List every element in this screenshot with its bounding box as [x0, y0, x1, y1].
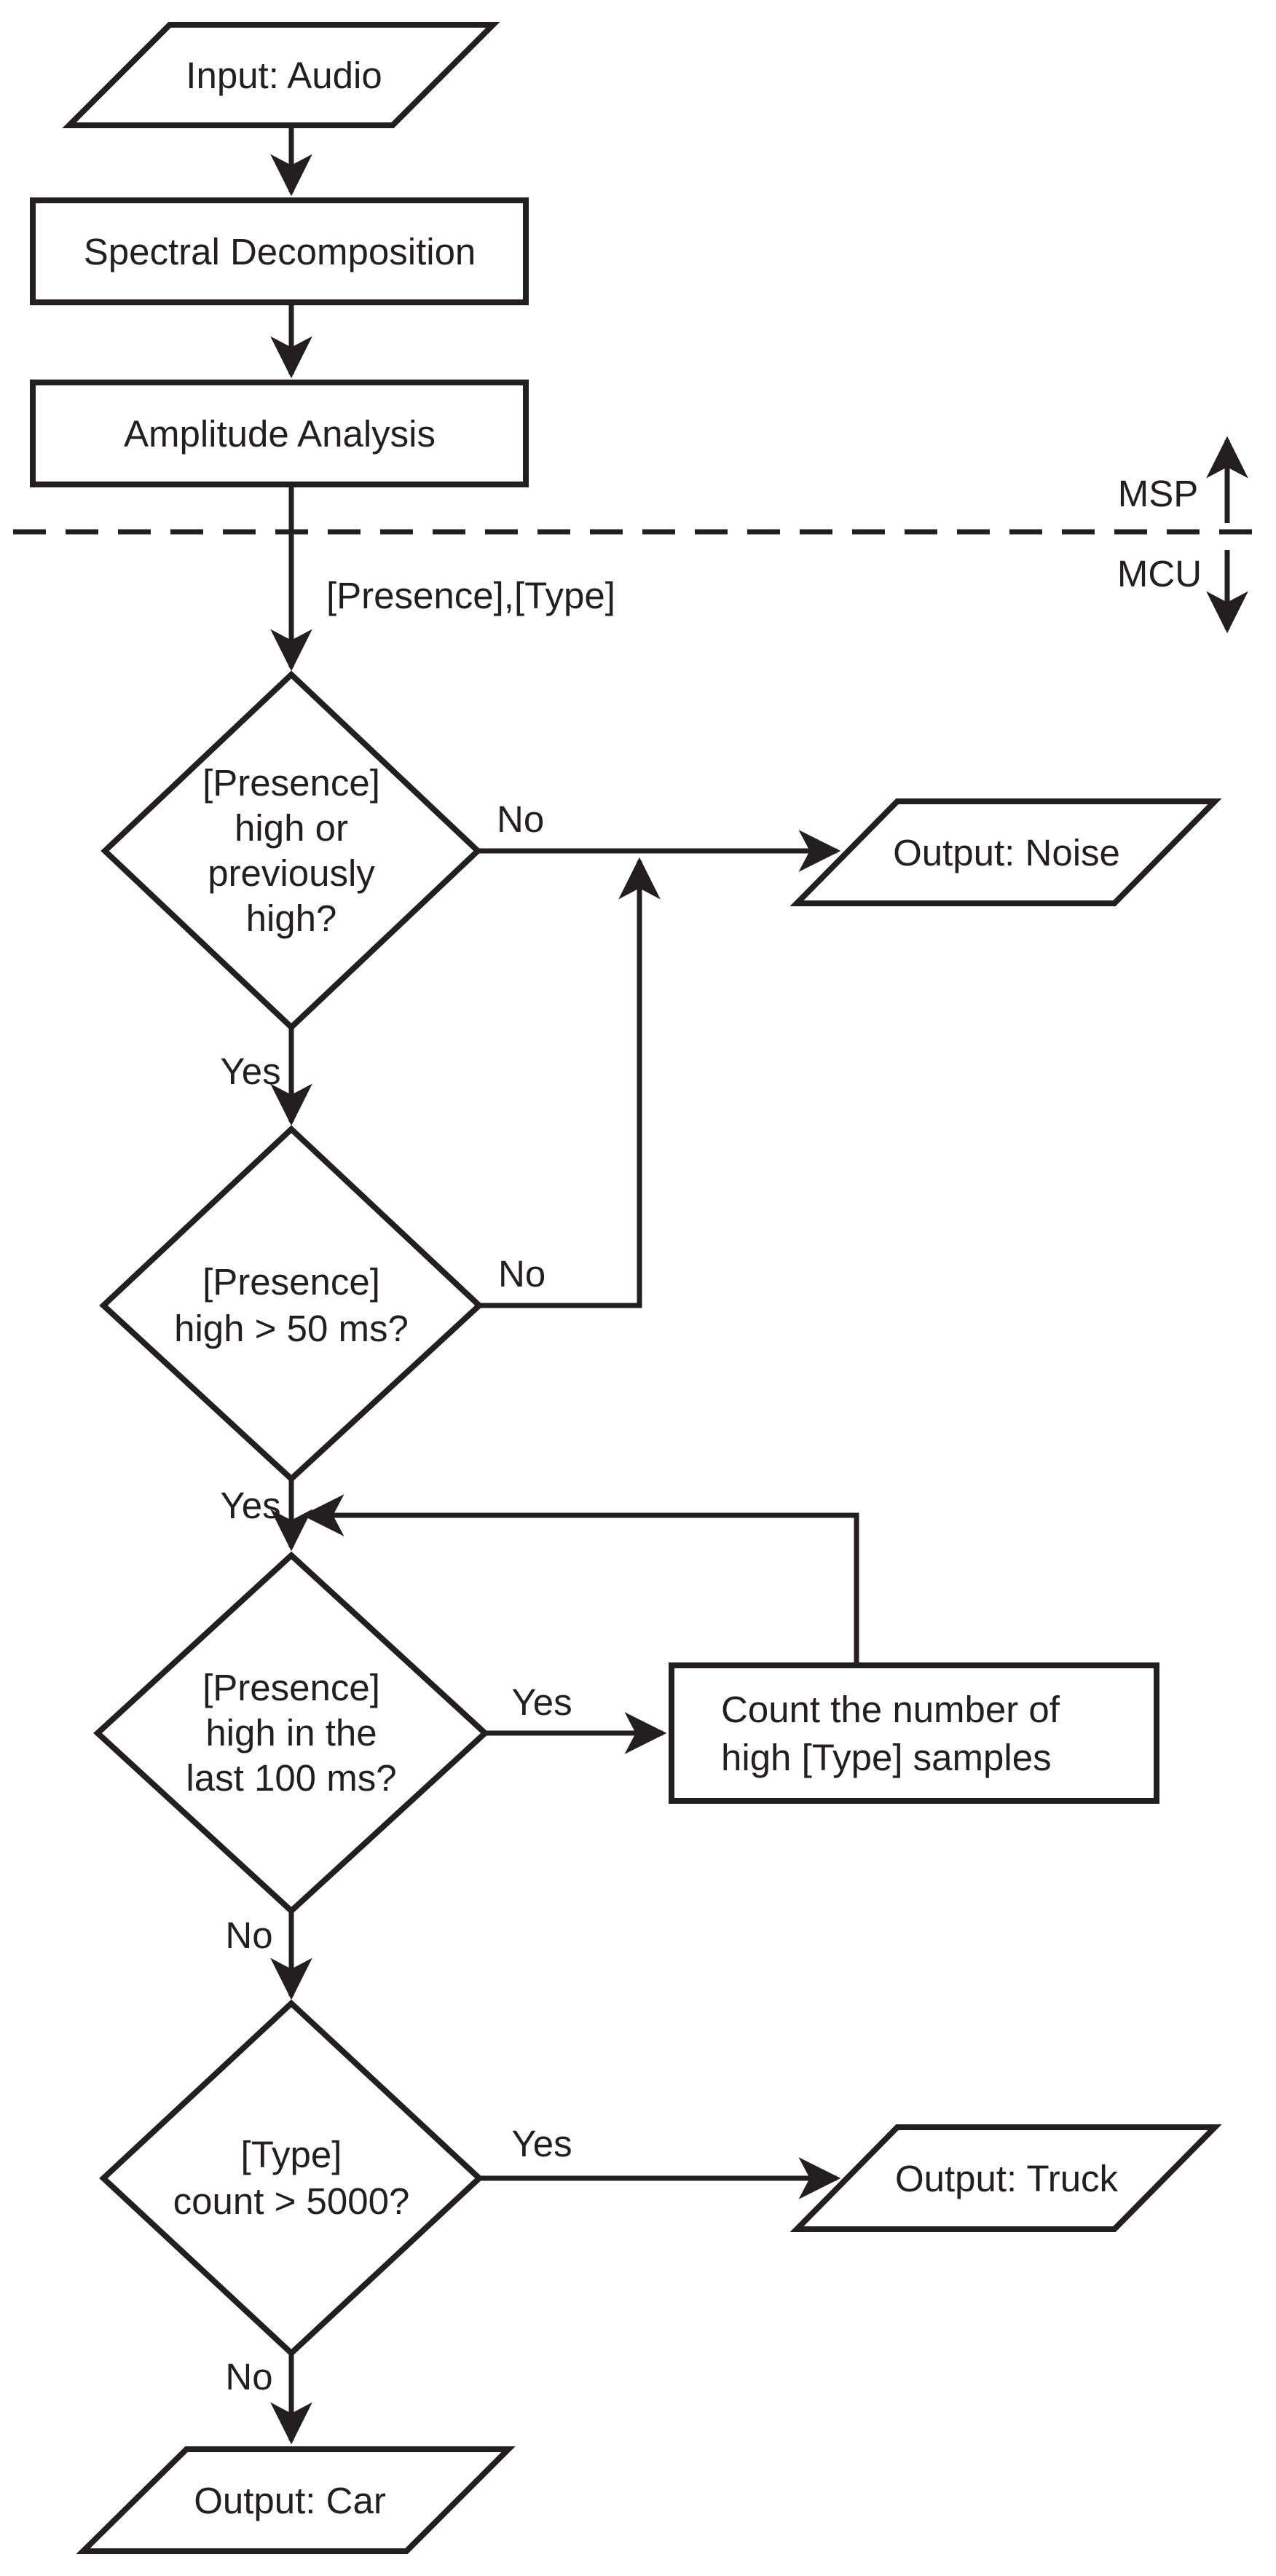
decision1-line2: high or [235, 807, 348, 849]
count-samples-line1: Count the number of [721, 1689, 1060, 1730]
edge-count-loopback [302, 1494, 859, 1665]
decision1-line3: previously [208, 852, 375, 894]
decision1-yes-label: Yes [220, 1051, 280, 1092]
decision2-line1: [Presence] [202, 1261, 380, 1303]
edge-decision2-no-feedback [479, 857, 661, 1308]
output-truck-node [789, 2124, 1222, 2232]
decision4-line2: count > 5000? [173, 2180, 410, 2222]
presence-type-signal-label: [Presence],[Type] [326, 575, 615, 616]
input-audio-node [62, 22, 500, 128]
count-samples-line2: high [Type] samples [721, 1737, 1052, 1778]
decision1-no-label: No [497, 798, 544, 840]
decision3-line2: high in the [205, 1712, 377, 1754]
spectral-decomposition-node [30, 197, 529, 305]
decision2-line2: high > 50 ms? [174, 1308, 409, 1349]
amplitude-analysis-node [30, 380, 529, 487]
decision3-line1: [Presence] [202, 1667, 380, 1708]
decision4-node [99, 1999, 484, 2357]
output-noise-node [789, 798, 1222, 906]
spectral-decomposition-label: Spectral Decomposition [84, 231, 476, 272]
amplitude-analysis-label: Amplitude Analysis [124, 413, 436, 455]
count-samples-node [669, 1662, 1159, 1804]
decision4-yes-label: Yes [511, 2123, 572, 2164]
decision1-node [101, 670, 482, 1032]
output-truck-label: Output: Truck [895, 2158, 1119, 2199]
decision1-line4: high? [246, 898, 337, 939]
decision2-node [99, 1125, 484, 1483]
decision2-yes-label: Yes [220, 1485, 280, 1526]
msp-label: MSP [1118, 473, 1199, 514]
decision4-line1: [Type] [241, 2134, 342, 2175]
output-noise-label: Output: Noise [893, 832, 1120, 873]
decision3-node [93, 1551, 489, 1915]
decision3-line3: last 100 ms? [186, 1757, 396, 1799]
output-car-label: Output: Car [194, 2480, 386, 2521]
decision3-yes-label: Yes [511, 1681, 572, 1723]
decision1-line1: [Presence] [202, 762, 380, 804]
output-car-node [76, 2446, 516, 2554]
decision2-no-label: No [498, 1253, 546, 1295]
input-audio-label: Input: Audio [186, 55, 382, 96]
decision4-no-label: No [225, 2356, 272, 2398]
mcu-label: MCU [1117, 553, 1202, 594]
decision3-no-label: No [225, 1915, 272, 1956]
